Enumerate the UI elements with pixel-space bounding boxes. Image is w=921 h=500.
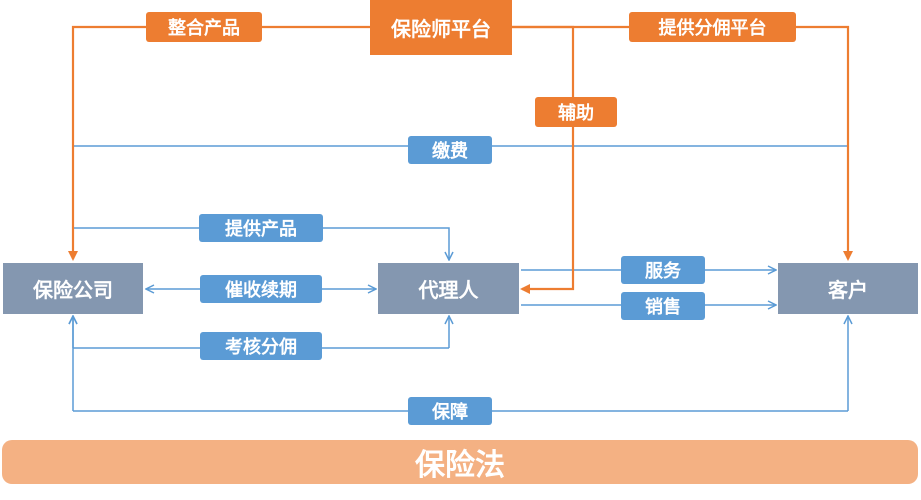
service-label: 服务 — [621, 256, 705, 284]
customer-node: 客户 — [778, 263, 918, 314]
provide-products-line — [73, 227, 449, 260]
sales-label: 销售 — [621, 292, 705, 320]
commission-platform-label: 提供分佣平台 — [629, 12, 796, 42]
platform-box: 保险师平台 — [370, 0, 512, 55]
assess-commission-label: 考核分佣 — [200, 332, 322, 360]
assist-line — [512, 25, 575, 294]
collect-renewal-label: 催收续期 — [200, 275, 322, 303]
agent-node: 代理人 — [378, 263, 519, 314]
protection-label: 保障 — [408, 397, 492, 425]
integrate-products-label: 整合产品 — [146, 12, 262, 42]
assist-label: 辅助 — [535, 97, 617, 127]
insurance-law-bar: 保险法 — [2, 440, 918, 484]
commission-platform-line — [512, 25, 853, 261]
insurance-company-node: 保险公司 — [3, 263, 143, 314]
payment-label: 缴费 — [408, 136, 492, 164]
integrate-products-line — [68, 25, 370, 261]
provide-products-label: 提供产品 — [199, 214, 323, 242]
